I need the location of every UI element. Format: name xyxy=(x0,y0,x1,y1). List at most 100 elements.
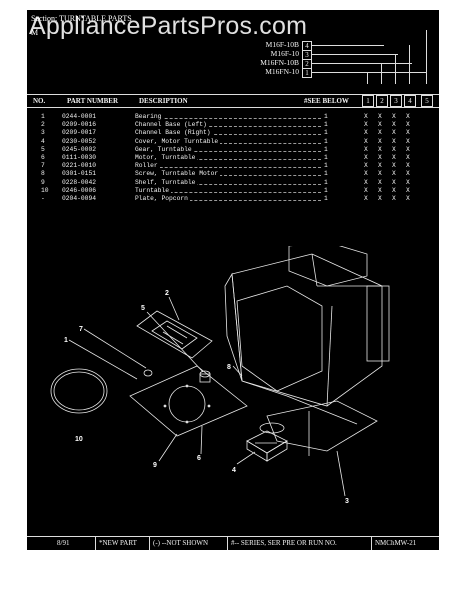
see-below-box-5: 5 xyxy=(421,95,433,107)
part-description: Bearing xyxy=(135,113,164,120)
col-no: NO. xyxy=(33,97,46,105)
part-number: 0204-0094 xyxy=(62,195,97,202)
model-name: M16F-10 xyxy=(270,49,299,58)
model-applicability-mark: X xyxy=(378,113,382,120)
dot-leader xyxy=(135,170,321,177)
part-qty: 1 xyxy=(324,113,328,120)
callout-3: 3 xyxy=(345,498,349,505)
part-description: Roller xyxy=(135,162,160,170)
part-qty: 1 xyxy=(324,162,328,170)
part-qty: 1 xyxy=(324,170,328,178)
part-no: 8 xyxy=(41,170,45,178)
part-description: Screw, Turntable Motor xyxy=(135,170,221,178)
part-no: 6 xyxy=(41,154,45,161)
model-applicability-mark: X xyxy=(392,186,396,194)
callout-9: 9 xyxy=(153,462,157,469)
part-description: Shelf, Turntable xyxy=(135,178,198,186)
model-applicability-mark: X xyxy=(364,195,368,202)
part-number: 0230-0052 xyxy=(62,137,97,145)
model-applicability-mark: X xyxy=(364,129,368,137)
leader-lines xyxy=(68,296,346,497)
part-number: 0246-0006 xyxy=(62,186,97,194)
footer-divider-4 xyxy=(371,536,372,550)
model-applicability-mark: X xyxy=(392,137,396,145)
model-applicability-mark: X xyxy=(406,113,410,120)
motor-drawing xyxy=(246,430,288,462)
model-applicability-mark: X xyxy=(378,145,382,153)
part-qty: 1 xyxy=(324,154,328,161)
part-description: Plate, Popcorn xyxy=(135,195,190,202)
callout-1: 1 xyxy=(64,337,68,344)
model-applicability-mark: X xyxy=(392,195,396,202)
model-applicability-mark: X xyxy=(364,137,368,145)
model-applicability-mark: X xyxy=(392,121,396,129)
model-applicability-mark: X xyxy=(364,162,368,170)
model-name: M16FN-10 xyxy=(265,67,299,76)
callout-6: 6 xyxy=(197,455,201,462)
model-applicability-mark: X xyxy=(406,129,410,137)
model-leader-vertical xyxy=(381,63,382,84)
model-applicability-mark: X xyxy=(392,154,396,161)
oven-cavity-drawing xyxy=(224,246,390,456)
section-label: Section: TURNTABLE PARTS xyxy=(31,14,132,23)
part-number: 0111-0030 xyxy=(62,154,97,161)
model-leader-vertical xyxy=(395,54,396,84)
model-applicability-mark: X xyxy=(392,113,396,120)
model-applicability-mark: X xyxy=(406,162,410,170)
part-number: 0209-0017 xyxy=(62,129,97,137)
part-description: Channel Base (Right) xyxy=(135,129,213,137)
model-number-box: 1 xyxy=(302,68,312,78)
dot-leader xyxy=(135,179,321,185)
model-applicability-mark: X xyxy=(392,178,396,186)
part-no: 9 xyxy=(41,178,45,186)
model-applicability-mark: X xyxy=(392,129,396,137)
part-no: 2 xyxy=(41,121,45,129)
footer-not-shown: (-) --NOT SHOWN xyxy=(153,539,209,547)
see-below-box-3: 3 xyxy=(390,95,402,107)
callout-5: 5 xyxy=(141,305,145,312)
dot-leader xyxy=(135,138,321,144)
col-description: DESCRIPTION xyxy=(139,97,188,105)
model-applicability-mark: X xyxy=(364,113,368,120)
footer-divider-3 xyxy=(227,536,228,550)
part-qty: 1 xyxy=(324,178,328,186)
footer-rule xyxy=(27,536,439,537)
callout-10: 10 xyxy=(75,436,83,443)
model-applicability-mark: X xyxy=(406,145,410,153)
part-description: Motor, Turntable xyxy=(135,154,198,161)
footer-series: #-- SERIES, SER PRE OR RUN NO. xyxy=(231,539,337,547)
col-part-number: PART NUMBER xyxy=(67,97,119,105)
part-number: 0228-0042 xyxy=(62,178,97,186)
model-leader-line xyxy=(312,63,412,64)
model-applicability-mark: X xyxy=(364,121,368,129)
model-applicability-mark: X xyxy=(406,121,410,129)
part-no: 10 xyxy=(41,186,49,194)
part-qty: 1 xyxy=(324,195,328,202)
dot-leader xyxy=(135,121,321,128)
part-no: 3 xyxy=(41,129,45,137)
callout-2: 2 xyxy=(165,290,169,297)
part-no: 1 xyxy=(41,113,45,120)
model-applicability-mark: X xyxy=(406,195,410,202)
model-applicability-mark: X xyxy=(364,186,368,194)
model-applicability-mark: X xyxy=(392,162,396,170)
gear-drawing xyxy=(143,369,211,383)
model-applicability-mark: X xyxy=(378,186,382,194)
header-rule-top xyxy=(27,94,439,95)
model-applicability-mark: X xyxy=(378,162,382,170)
part-no: - xyxy=(41,195,45,202)
shelf-drawing xyxy=(129,365,248,437)
model-name: M16FN-10B xyxy=(260,58,299,67)
model-name: M16F-10B xyxy=(265,40,299,49)
dot-leader xyxy=(135,187,321,193)
model-leader-line xyxy=(312,45,384,46)
model-applicability-mark: X xyxy=(364,154,368,161)
model-applicability-mark: X xyxy=(392,170,396,178)
part-qty: 1 xyxy=(324,121,328,129)
